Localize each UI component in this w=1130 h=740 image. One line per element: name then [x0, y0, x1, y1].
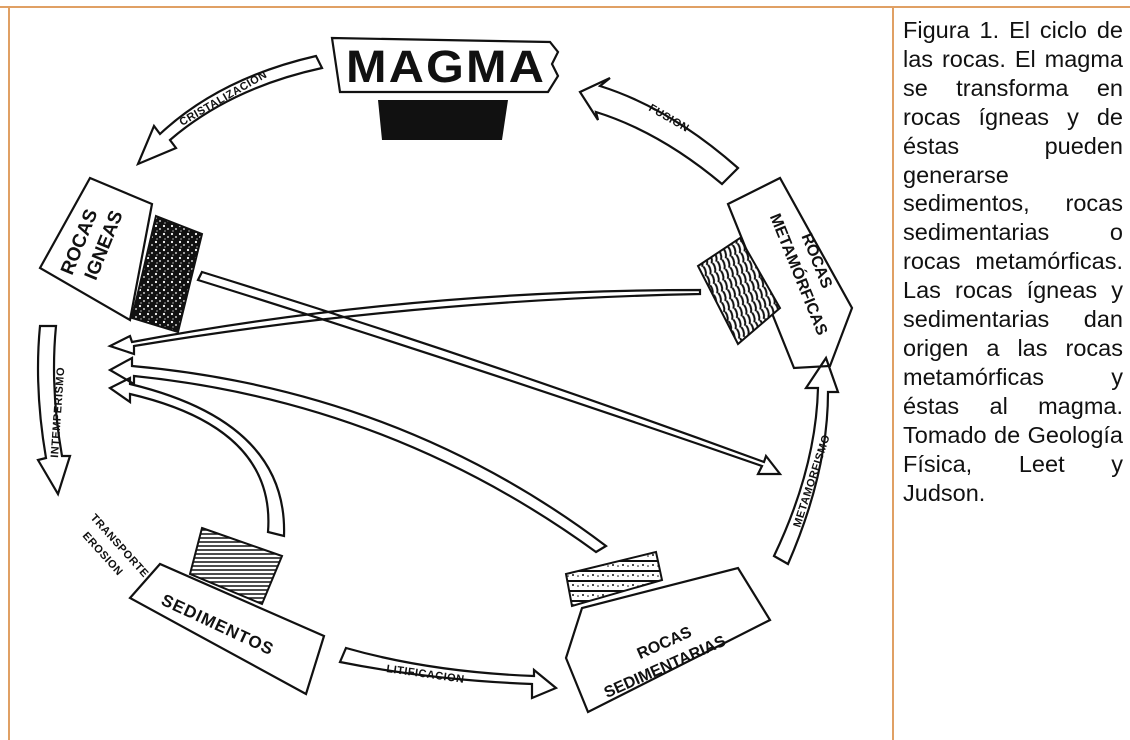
figure-caption: Figura 1. El ciclo de las rocas. El magm…	[903, 17, 1123, 506]
svg-text:ROCAS IGNEAS: ROCAS IGNEAS	[57, 199, 128, 287]
rock-cycle-diagram: MAGMA CRISTALIZACION FUSION ROCAS IGNEAS…	[36, 36, 854, 714]
magma-label: MAGMA	[346, 41, 546, 92]
cristalizacion-label: CRISTALIZACION	[178, 69, 270, 129]
rocas-igneas-box: ROCAS IGNEAS	[38, 176, 204, 334]
magma-box: MAGMA	[330, 36, 560, 140]
rocas-metamorficas-box: ROCAS METAMÓRFICAS	[696, 176, 854, 370]
magma-block	[378, 100, 508, 140]
sedimentos-to-intemperismo-arrow	[107, 376, 286, 538]
sedimentarias-to-intemperismo-arrow	[107, 356, 608, 554]
table-left-border	[8, 6, 10, 740]
cristalizacion-arrow: CRISTALIZACION	[135, 54, 324, 167]
igneas-to-metamorficas-arrow	[196, 270, 783, 476]
intemperismo-arrow: INTEMPERISMO	[36, 324, 72, 497]
rocas-igneas-texture	[130, 214, 204, 334]
sedimentos-texture	[188, 526, 284, 606]
litificacion-arrow: LITIFICACION	[338, 646, 559, 700]
fusion-label: FUSION	[647, 102, 692, 135]
metamorfismo-arrow: METAMORFISMO	[772, 355, 840, 566]
rocas-sedimentarias-texture	[564, 550, 664, 608]
metamorficas-to-intemperismo-arrow	[107, 288, 702, 356]
sedimentos-box: SEDIMENTOS	[128, 526, 326, 696]
fusion-arrow: FUSION	[578, 77, 740, 186]
svg-text:ROCAS SEDIMENTARIAS: ROCAS SEDIMENTARIAS	[593, 613, 729, 702]
table-top-border	[0, 6, 1130, 8]
svg-text:ROCAS METAMÓRFICAS: ROCAS METAMÓRFICAS	[766, 203, 851, 338]
rocas-sedimentarias-box: ROCAS SEDIMENTARIAS	[564, 550, 772, 714]
rocas-metamorficas-texture	[696, 236, 782, 346]
table-cell-divider	[892, 6, 894, 740]
intemperismo-label: INTEMPERISMO	[49, 367, 67, 459]
